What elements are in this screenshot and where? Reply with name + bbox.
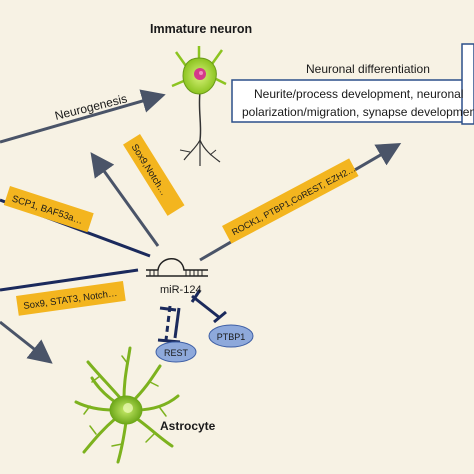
inhibit-sox9-stat3-line bbox=[0, 268, 139, 292]
rest-label: REST bbox=[164, 348, 189, 358]
target-box-rock1-text: ROCK1, PTBP1,CoREST, EZH2… bbox=[230, 163, 357, 237]
rest-oval bbox=[155, 341, 197, 363]
target-box-scp1: SCP1, BAF53a… bbox=[3, 186, 94, 233]
astrocyte-illustration bbox=[74, 346, 180, 464]
neurogenesis-arrow bbox=[0, 89, 166, 144]
differentiation-header: Neuronal differentiation bbox=[306, 62, 430, 76]
mir124-hairpin-icon bbox=[146, 258, 208, 277]
inhibit-ptbp1-symbol bbox=[190, 289, 227, 324]
inhibit-rest-symbol bbox=[157, 305, 181, 344]
neurogenesis-label: Neurogenesis bbox=[53, 91, 128, 122]
target-box-rock1: ROCK1, PTBP1,CoREST, EZH2… bbox=[222, 158, 359, 244]
astrocyte-label: Astrocyte bbox=[160, 419, 216, 433]
ptbp1-label: PTBP1 bbox=[217, 332, 246, 342]
mir124-label: miR-124 bbox=[160, 284, 202, 296]
differentiation-box bbox=[231, 43, 474, 125]
differentiation-line2: polarization/migration, synapse developm… bbox=[242, 105, 474, 119]
immature-neuron-illustration bbox=[171, 46, 227, 166]
mir124-to-neuron-arrow bbox=[90, 152, 160, 247]
ptbp1-oval bbox=[208, 324, 254, 348]
astrocyte-arrow bbox=[0, 320, 53, 364]
differentiation-line1: Neurite/process development, neuronal bbox=[254, 87, 463, 101]
immature-neuron-label: Immature neuron bbox=[150, 22, 252, 36]
target-box-sox9-notch: Sox9,Notch… bbox=[123, 134, 185, 216]
